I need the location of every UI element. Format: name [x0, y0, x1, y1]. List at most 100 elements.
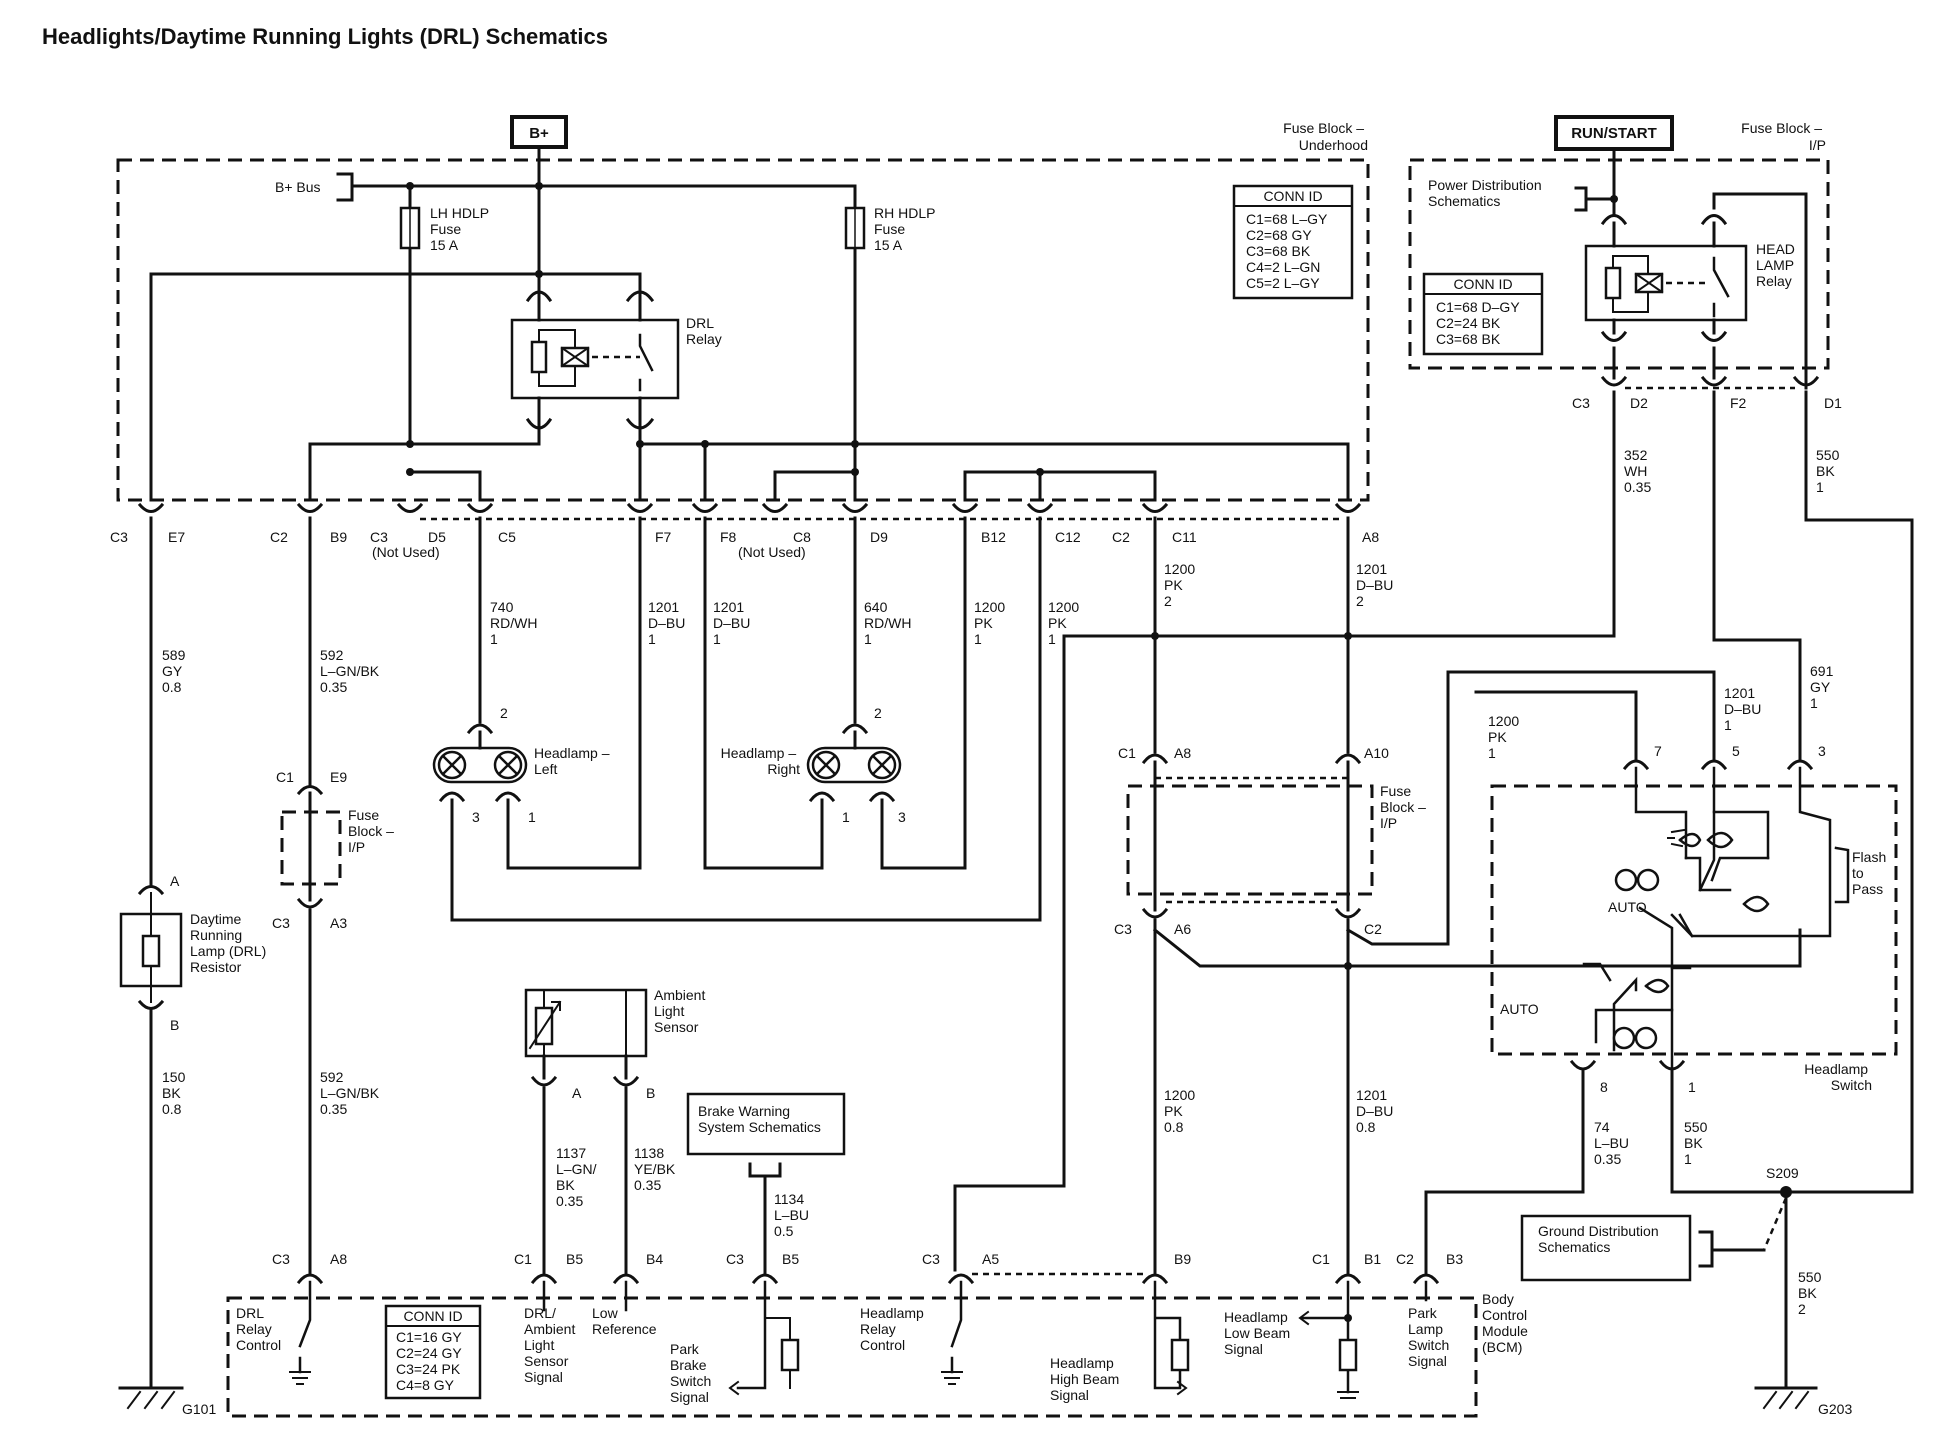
svg-text:A8: A8	[330, 1251, 347, 1267]
ground-distribution-box: Ground Distribution Schematics	[1520, 1214, 1766, 1282]
wire-550c: 550 BK 2	[1798, 1269, 1825, 1317]
ambient-light-sensor	[524, 988, 648, 1058]
fuse-block-underhood-label: Fuse Block – Underhood	[1283, 120, 1368, 153]
auto-label-1: AUTO	[1608, 899, 1647, 915]
runstart-label: RUN/START	[1571, 125, 1657, 142]
ambient-light-sensor-label: Ambient Light Sensor	[654, 987, 709, 1035]
bcm-label-park-lamp: Park Lamp Switch Signal	[1408, 1305, 1453, 1369]
bplus-bus-label: B+ Bus	[275, 179, 321, 195]
fuse-block-ip-mid-label: Fuse Block – I/P	[1380, 783, 1430, 831]
ground-g203: G203	[1754, 1386, 1852, 1417]
wire-691: 691 GY 1	[1810, 663, 1837, 711]
svg-text:C3: C3	[1114, 921, 1132, 937]
svg-text:E7: E7	[168, 529, 185, 545]
svg-text:C5: C5	[498, 529, 516, 545]
headlamp-left-label: Headlamp – Left	[534, 745, 613, 777]
wire-1200d: 1200 PK 1	[1488, 713, 1523, 761]
svg-text:C3: C3	[726, 1251, 744, 1267]
svg-text:C1: C1	[276, 769, 294, 785]
conn-id-bcm: CONN ID C1=16 GY C2=24 GY C3=24 PK C4=8 …	[384, 1304, 482, 1400]
wire-1138: 1138 YE/BK 0.35	[634, 1145, 679, 1193]
svg-text:C2: C2	[1396, 1251, 1414, 1267]
svg-text:F7: F7	[655, 529, 672, 545]
svg-text:D1: D1	[1824, 395, 1842, 411]
wire-589: 589 GY 0.8	[162, 647, 189, 695]
wire-550b: 550 BK 1	[1684, 1119, 1711, 1167]
wire-592b: 592 L–GN/BK 0.35	[320, 1069, 383, 1117]
svg-text:B4: B4	[646, 1251, 663, 1267]
wire-1200a: 1200 PK 1	[974, 599, 1009, 647]
wire-592a: 592 L–GN/BK 0.35	[320, 647, 383, 695]
svg-text:C1=68 D–GY C2=24 BK: C1=68 D–GY C2=24 BK C3=68 BK	[1436, 299, 1523, 347]
svg-text:A10: A10	[1364, 745, 1389, 761]
headlamp-right-label: Headlamp – Right	[721, 745, 800, 777]
drl-relay-label: DRL Relay	[686, 315, 722, 347]
bcm-pin-labels: C3 A8 C1 B5 B4 C3 B5 C3 A5 B9 C1 B1 C2 B…	[272, 1251, 1463, 1267]
svg-text:E9: E9	[330, 769, 347, 785]
svg-text:G101: G101	[182, 1401, 216, 1417]
wire-1134: 1134 L–BU 0.5	[774, 1191, 813, 1239]
svg-text:C3: C3	[922, 1251, 940, 1267]
rh-hdlp-fuse-label: RH HDLP Fuse 15 A	[874, 205, 939, 253]
svg-text:B9: B9	[1174, 1251, 1191, 1267]
svg-text:1: 1	[1688, 1079, 1696, 1095]
svg-text:C12: C12	[1055, 529, 1081, 545]
svg-text:2: 2	[500, 705, 508, 721]
flash-to-pass-label: Flash to Pass	[1852, 849, 1890, 897]
conn-id-underhood: CONN ID C1=68 L–GY C2=68 GY C3=68 BK C4=…	[1232, 184, 1354, 300]
wire-550a: 550 BK 1	[1816, 447, 1843, 495]
auto-label-2: AUTO	[1500, 1001, 1539, 1017]
svg-text:C3: C3	[272, 1251, 290, 1267]
bcm-connectors	[296, 1272, 1440, 1285]
svg-text:C2: C2	[1112, 529, 1130, 545]
svg-text:F8: F8	[720, 529, 737, 545]
head-lamp-relay	[1584, 244, 1748, 322]
wire-1200e: 1200 PK 0.8	[1164, 1087, 1199, 1135]
svg-text:C1: C1	[1312, 1251, 1330, 1267]
wire-640: 640 RD/WH 1	[864, 599, 915, 647]
wire-1201a: 1201 D–BU 1	[648, 599, 689, 647]
svg-text:7: 7	[1654, 743, 1662, 759]
svg-text:C3: C3	[272, 915, 290, 931]
svg-text:C1=16 GY C2=24 GY: C1=16 GY C2=24 GY C3=24 PK C4=8 GY	[396, 1329, 465, 1393]
bcm-label-drl-sensor-signal: DRL/ Ambient Light Sensor Signal	[524, 1305, 579, 1385]
svg-text:B5: B5	[782, 1251, 799, 1267]
svg-text:CONN ID: CONN ID	[403, 1308, 462, 1324]
fuse-block-ip-left-label: Fuse Block – I/P	[348, 807, 398, 855]
svg-text:C11: C11	[1172, 529, 1197, 545]
svg-text:B9: B9	[330, 529, 347, 545]
drl-resistor-label: Daytime Running Lamp (DRL) Resistor	[190, 911, 270, 975]
svg-text:B: B	[646, 1085, 655, 1101]
svg-text:C1: C1	[514, 1251, 532, 1267]
svg-text:3: 3	[1818, 743, 1826, 759]
svg-text:Brake Warning System Sch: Brake Warning System Schematics	[698, 1103, 821, 1135]
svg-text:D2: D2	[1630, 395, 1648, 411]
wire-1201d: 1201 D–BU 1	[1724, 685, 1765, 733]
bcm-label-module: Body Control Module (BCM)	[1482, 1291, 1532, 1355]
svg-text:8: 8	[1600, 1079, 1608, 1095]
diagram-title: Headlights/Daytime Running Lights (DRL) …	[42, 24, 608, 49]
svg-text:C3: C3	[110, 529, 128, 545]
svg-text:G203: G203	[1818, 1401, 1852, 1417]
wire-1200b: 1200 PK 1	[1048, 599, 1083, 647]
svg-text:3: 3	[898, 809, 906, 825]
svg-text:D5: D5	[428, 529, 446, 545]
fuse-block-ip-mid	[1126, 784, 1374, 896]
bcm-label-low-beam: Headlamp Low Beam Signal	[1224, 1309, 1294, 1357]
headlamp-left	[432, 746, 528, 784]
svg-text:A8: A8	[1174, 745, 1191, 761]
wire-740: 740 RD/WH 1	[490, 599, 541, 647]
bcm-label-park-brake: Park Brake Switch Signal	[670, 1341, 715, 1405]
power-dist-label: Power Distribution Schematics	[1428, 177, 1546, 209]
bcm-outline	[226, 1296, 1478, 1418]
bplus-label: B+	[529, 125, 549, 142]
bcm-label-high-beam: Headlamp High Beam Signal	[1050, 1355, 1123, 1403]
bcm-label-headlamp-relay-control: Headlamp Relay Control	[860, 1305, 928, 1353]
top-pin-labels: C3 E7 C2 B9 C3 D5 (Not Used) C5 F7 F8 C8…	[110, 529, 1379, 560]
bcm-label-low-reference: Low Reference	[592, 1305, 657, 1337]
wire-74: 74 L–BU 0.35	[1594, 1119, 1633, 1167]
svg-text:C1: C1	[1118, 745, 1136, 761]
wire-1137: 1137 L–GN/ BK 0.35	[556, 1145, 600, 1209]
